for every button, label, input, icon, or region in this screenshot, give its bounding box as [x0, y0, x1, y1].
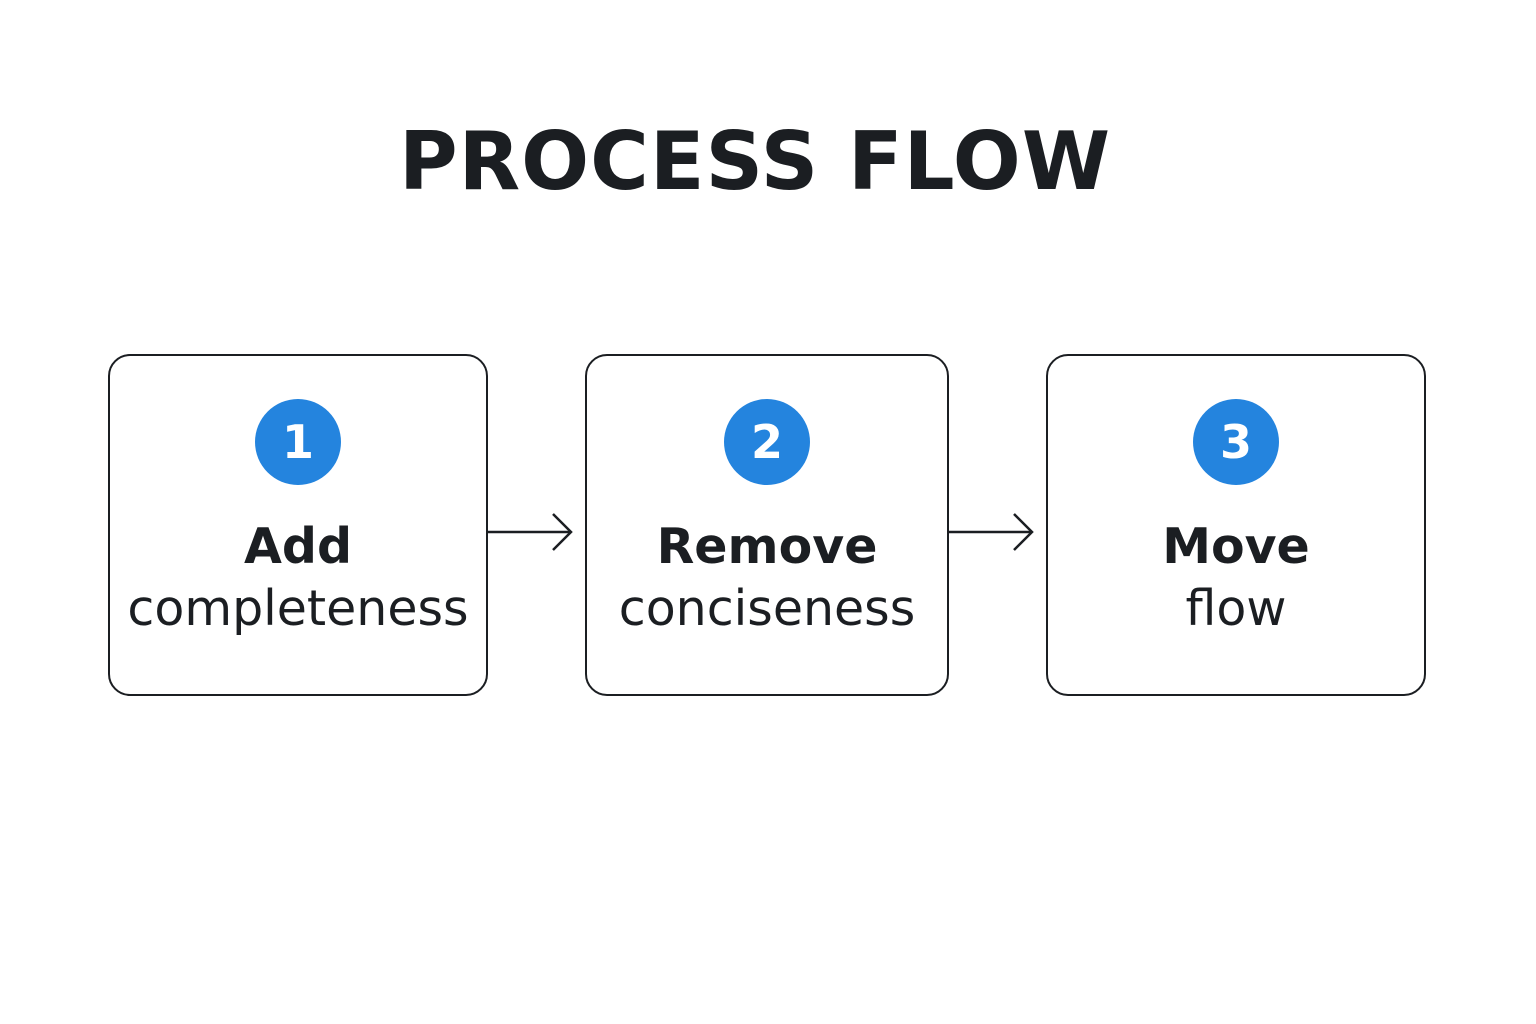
- step-label-line-1: Remove: [656, 518, 878, 575]
- step-number-badge: 1: [255, 399, 341, 485]
- step-number-badge: 3: [1193, 399, 1279, 485]
- step-label-line-2: completeness: [127, 580, 469, 637]
- step-label-line-2: flow: [1185, 580, 1287, 637]
- arrow-right-icon: [487, 513, 573, 551]
- step-label-line-1: Add: [243, 518, 353, 575]
- step-box-3: 3 Move flow: [1046, 354, 1426, 696]
- diagram-title: PROCESS FLOW: [398, 115, 1112, 208]
- step-box-1: 1 Add completeness: [108, 354, 488, 696]
- step-label-line-2: conciseness: [618, 580, 916, 637]
- step-label: Remove conciseness: [587, 516, 947, 640]
- step-box-2: 2 Remove conciseness: [585, 354, 949, 696]
- arrow-right-icon: [948, 513, 1034, 551]
- step-label-line-1: Move: [1162, 518, 1310, 575]
- step-label: Move flow: [1048, 516, 1424, 640]
- step-label: Add completeness: [110, 516, 486, 640]
- step-number-badge: 2: [724, 399, 810, 485]
